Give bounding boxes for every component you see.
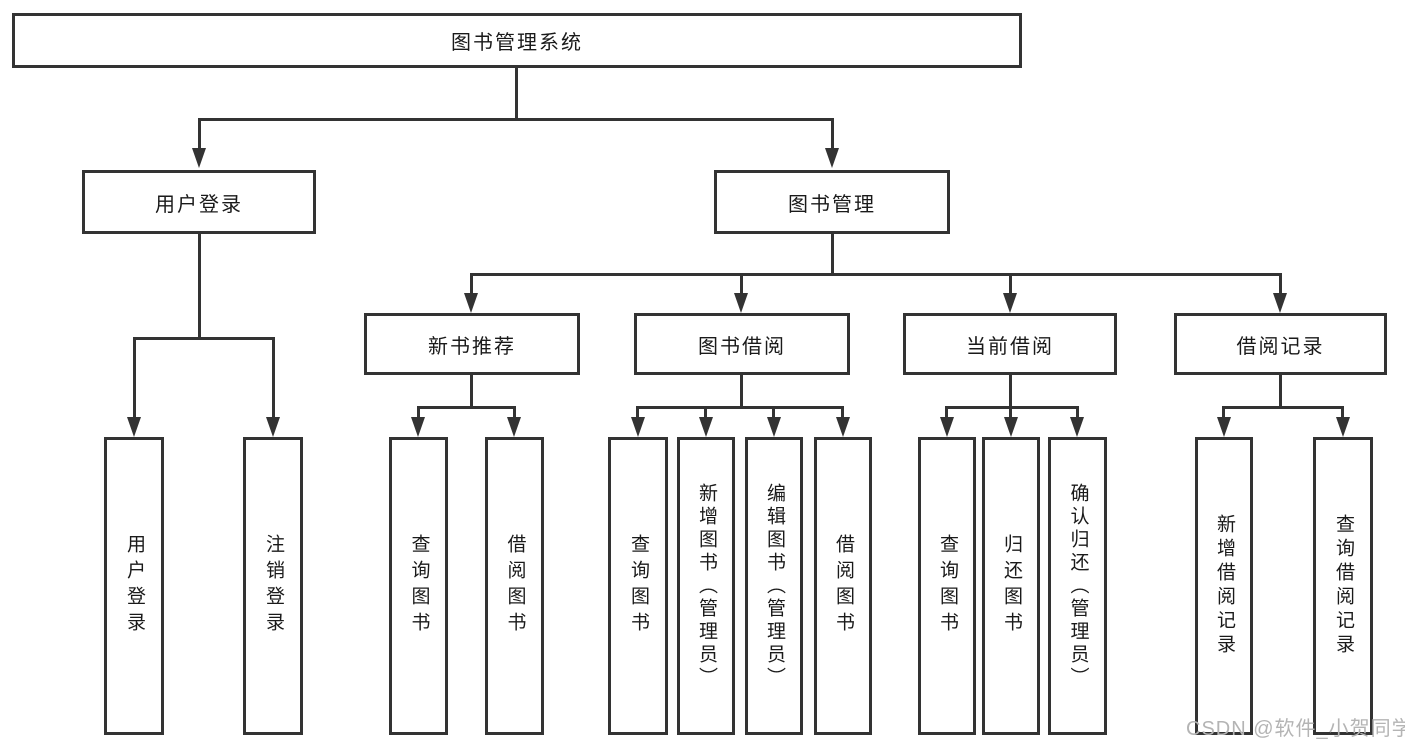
connector-recommend-stem (470, 373, 473, 409)
arrowhead-to-book-management (825, 148, 839, 168)
arrowhead-to-current-borrow (1003, 293, 1017, 313)
node-user-login-label: 用户登录 (155, 193, 243, 216)
connector-to-user-login-stem (198, 118, 201, 150)
connector-to-leaf-logout-stem (272, 337, 275, 419)
leaf-recommend-borrow-book: 借阅图书 (485, 437, 544, 735)
arrowhead-to-record-query (1336, 417, 1350, 437)
arrowhead-to-borrow-borrow (836, 417, 850, 437)
leaf-borrow-edit-book: 编辑图书（管理员） (745, 437, 803, 735)
leaf-borrow-borrow-book: 借阅图书 (814, 437, 872, 735)
arrowhead-to-recommend (464, 293, 478, 313)
leaf-recommend-query-book: 查询图书 (389, 437, 448, 735)
node-borrow-record: 借阅记录 (1174, 313, 1387, 375)
node-current-borrow-label: 当前借阅 (966, 335, 1054, 358)
leaf-current-query-book-label: 查询图书 (936, 534, 958, 638)
arrowhead-to-leaf-user-login (127, 417, 141, 437)
connector-to-borrow-edit-stem (772, 406, 775, 420)
arrowhead-to-current-return (1004, 417, 1018, 437)
node-root-label: 图书管理系统 (451, 32, 583, 54)
connector-to-book-management-stem (831, 118, 834, 150)
connector-to-recommend-query-stem (417, 406, 420, 420)
connector-current-borrow-split (946, 406, 1078, 409)
csdn-watermark: CSDN @软件_小贺同学 (1186, 718, 1405, 740)
arrowhead-to-book-borrow (734, 293, 748, 313)
leaf-logout-label: 注销登录 (262, 534, 284, 638)
leaf-current-return-book-label: 归还图书 (1000, 534, 1022, 638)
leaf-record-add-record: 新增借阅记录 (1195, 437, 1253, 735)
leaf-recommend-borrow-book-label: 借阅图书 (504, 534, 526, 638)
connector-to-record-query-stem (1341, 406, 1344, 420)
arrowhead-to-recommend-query (411, 417, 425, 437)
node-new-book-recommend: 新书推荐 (364, 313, 580, 375)
leaf-borrow-add-book-label: 新增图书（管理员） (695, 482, 717, 690)
leaf-borrow-query-book-label: 查询图书 (627, 534, 649, 638)
connector-to-borrow-borrow-stem (841, 406, 844, 420)
connector-to-borrow-query-stem (636, 406, 639, 420)
connector-book-borrow-stem (740, 373, 743, 409)
leaf-current-confirm-return: 确认归还（管理员） (1048, 437, 1107, 735)
leaf-recommend-query-book-label: 查询图书 (408, 534, 430, 638)
node-book-management: 图书管理 (714, 170, 950, 234)
leaf-record-query-record-label: 查询借阅记录 (1332, 514, 1354, 658)
connector-book-management-split (470, 273, 1281, 276)
node-user-login: 用户登录 (82, 170, 316, 234)
leaf-current-query-book: 查询图书 (918, 437, 976, 735)
node-current-borrow: 当前借阅 (903, 313, 1117, 375)
node-borrow-record-label: 借阅记录 (1236, 335, 1325, 358)
connector-current-borrow-stem (1009, 373, 1012, 409)
arrowhead-to-user-login (192, 148, 206, 168)
arrowhead-to-current-confirm (1070, 417, 1084, 437)
connector-borrow-record-stem (1279, 373, 1282, 409)
connector-book-management-stem (831, 232, 834, 275)
arrowhead-to-recommend-borrow (507, 417, 521, 437)
connector-to-book-borrow-stem (740, 273, 743, 295)
arrowhead-to-borrow-record (1273, 293, 1287, 313)
leaf-borrow-query-book: 查询图书 (608, 437, 668, 735)
node-book-management-label: 图书管理 (788, 193, 876, 216)
arrowhead-to-borrow-query (631, 417, 645, 437)
connector-root-split (198, 118, 834, 121)
leaf-record-add-record-label: 新增借阅记录 (1213, 514, 1235, 658)
connector-to-record-add-stem (1222, 406, 1225, 420)
connector-root-stem (515, 67, 518, 120)
connector-borrow-record-split (1223, 406, 1344, 409)
arrowhead-to-borrow-add (699, 417, 713, 437)
connector-book-borrow-split (637, 406, 844, 409)
leaf-borrow-add-book: 新增图书（管理员） (677, 437, 735, 735)
leaf-record-query-record: 查询借阅记录 (1313, 437, 1373, 735)
leaf-user-login-label: 用户登录 (123, 534, 145, 638)
connector-user-login-split (134, 337, 275, 340)
leaf-user-login: 用户登录 (104, 437, 164, 735)
connector-user-login-stem (198, 232, 201, 339)
connector-to-leaf-user-login-stem (133, 337, 136, 419)
leaf-current-return-book: 归还图书 (982, 437, 1040, 735)
arrowhead-to-leaf-logout (266, 417, 280, 437)
connector-to-current-borrow-stem (1009, 273, 1012, 295)
node-book-borrow-label: 图书借阅 (698, 335, 786, 358)
node-new-book-recommend-label: 新书推荐 (428, 335, 516, 358)
leaf-borrow-edit-book-label: 编辑图书（管理员） (763, 482, 785, 690)
arrowhead-to-current-query (940, 417, 954, 437)
leaf-borrow-borrow-book-label: 借阅图书 (832, 534, 854, 638)
leaf-current-confirm-return-label: 确认归还（管理员） (1067, 482, 1089, 690)
connector-recommend-split (418, 406, 516, 409)
connector-to-current-return-stem (1009, 406, 1012, 420)
connector-to-borrow-add-stem (704, 406, 707, 420)
arrowhead-to-borrow-edit (767, 417, 781, 437)
connector-to-borrow-record-stem (1279, 273, 1282, 295)
arrowhead-to-record-add (1217, 417, 1231, 437)
connector-to-recommend-stem (470, 273, 473, 295)
node-book-borrow: 图书借阅 (634, 313, 850, 375)
connector-to-current-confirm-stem (1076, 406, 1079, 420)
connector-to-recommend-borrow-stem (513, 406, 516, 420)
connector-to-current-query-stem (945, 406, 948, 420)
node-root-library-system: 图书管理系统 (12, 13, 1022, 68)
leaf-logout: 注销登录 (243, 437, 303, 735)
